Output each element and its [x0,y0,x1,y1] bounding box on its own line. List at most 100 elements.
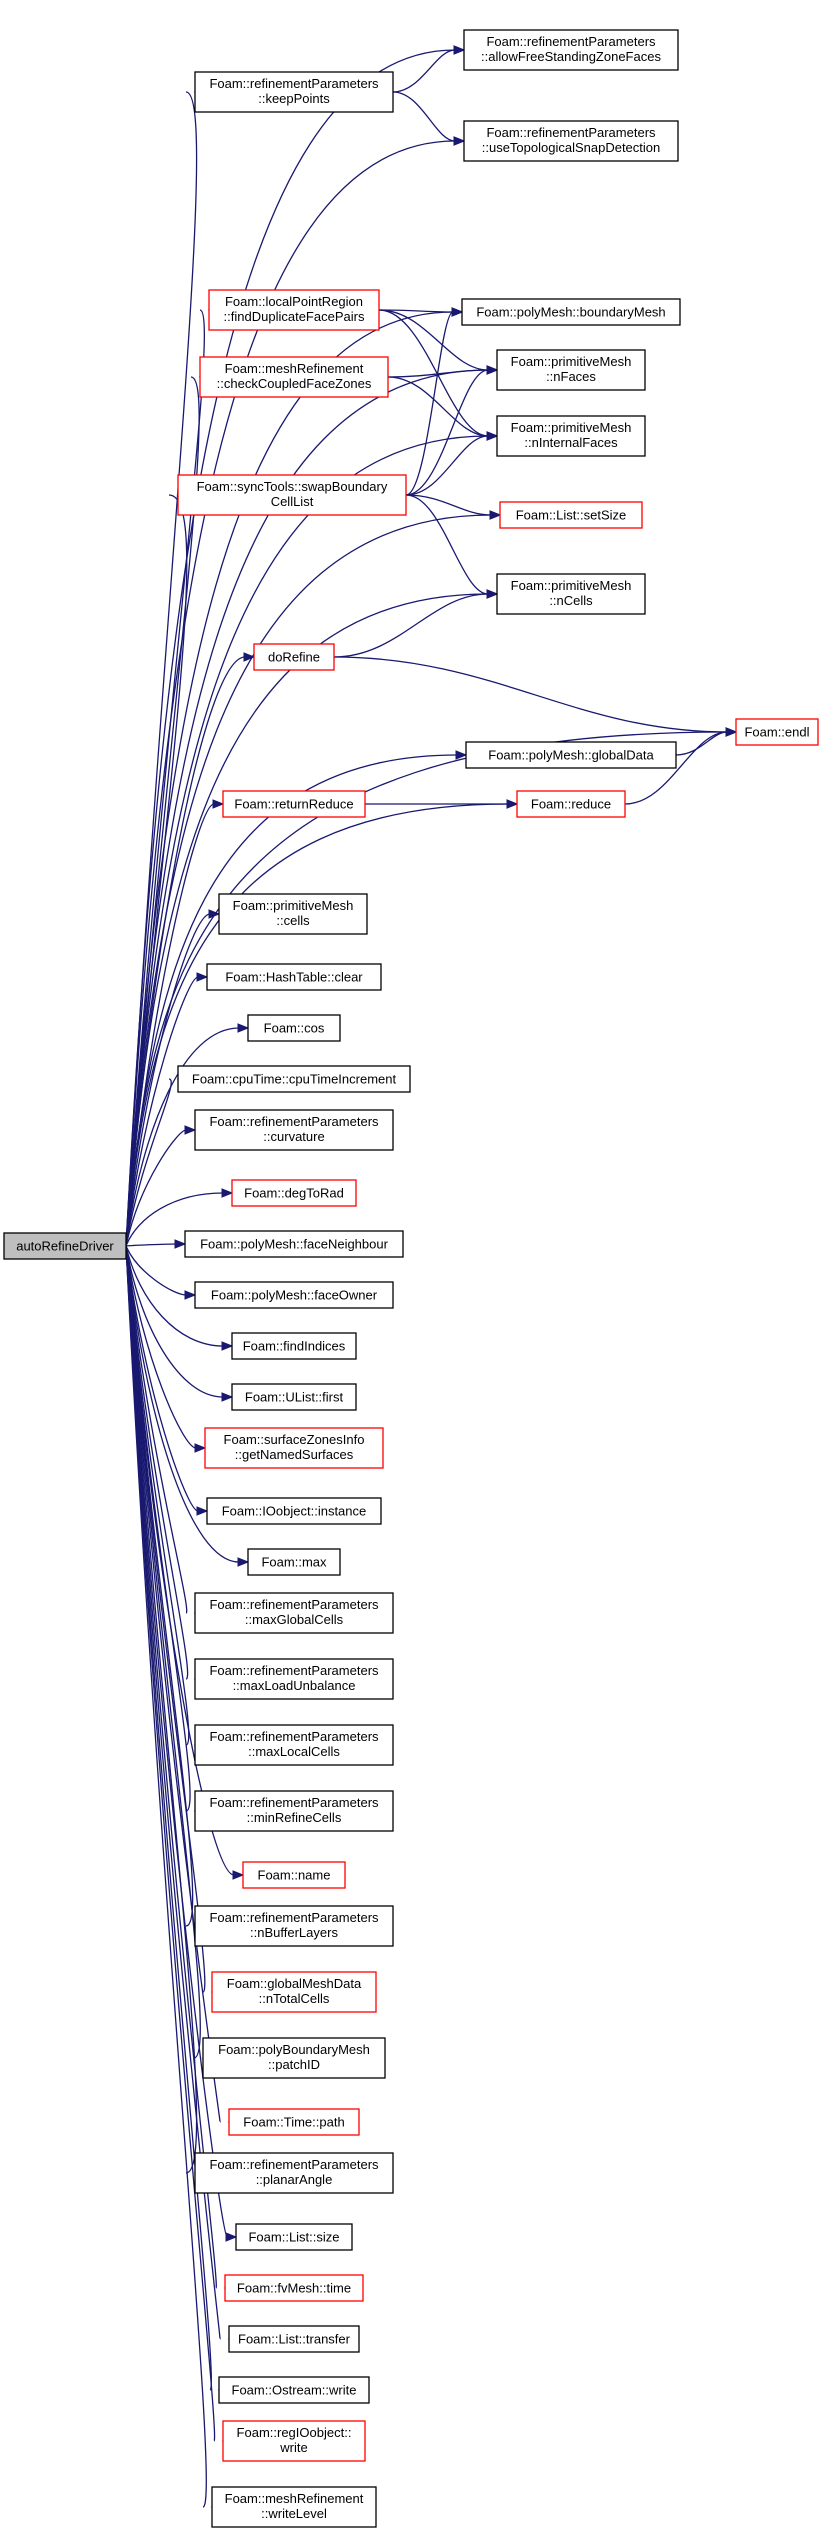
edge-root-to-clear [125,976,199,1247]
arrowhead-reduce-to-endl [725,727,738,737]
node-cpuTime[interactable]: Foam::cpuTime::cpuTimeIncrement [177,1065,411,1093]
edges-layer [125,45,738,2512]
node-findIndices-label-0: Foam::findIndices [243,1339,346,1354]
node-allowFS[interactable]: Foam::refinementParameters::allowFreeSta… [463,29,679,71]
node-cells-box [218,893,368,935]
edge-root-to-checkCoupled [125,376,200,1247]
edge-root-to-degToRad [125,1192,224,1247]
edge-root-to-faceOwner [125,1245,187,1296]
node-doRefine-label-0: doRefine [268,650,320,665]
node-first[interactable]: Foam::UList::first [231,1383,357,1411]
node-planar[interactable]: Foam::refinementParameters::planarAngle [194,2152,394,2194]
node-findIndices[interactable]: Foam::findIndices [231,1332,357,1360]
node-maxLocal-label-0: Foam::refinementParameters [209,1729,379,1744]
node-path[interactable]: Foam::Time::path [228,2108,360,2136]
node-nInternal[interactable]: Foam::primitiveMesh::nInternalFaces [496,415,646,457]
node-max[interactable]: Foam::max [247,1548,341,1576]
node-checkCoupled-label-1: ::checkCoupledFaceZones [217,376,372,391]
node-nCells-box [496,573,646,615]
edge-root-to-name [125,1245,235,1876]
arrowhead-root-to-cells [208,909,221,919]
node-allowFS-box [463,29,679,71]
edge-root-to-instance [125,1245,199,1512]
node-returnReduce[interactable]: Foam::returnReduce [222,790,366,818]
node-transfer[interactable]: Foam::List::transfer [228,2325,360,2353]
node-name[interactable]: Foam::name [242,1861,346,1889]
node-findDup[interactable]: Foam::localPointRegion::findDuplicateFac… [208,289,380,331]
node-returnReduce-label-0: Foam::returnReduce [234,797,353,812]
node-planar-label-0: Foam::refinementParameters [209,2157,379,2172]
node-checkCoupled-box [199,356,389,398]
node-writeLevel-box [211,2486,377,2528]
node-endl[interactable]: Foam::endl [735,718,819,746]
node-maxGlobal-box [194,1592,394,1634]
edge-swap-to-nFaces [405,369,489,496]
node-first-label-0: Foam::UList::first [245,1390,344,1405]
node-instance[interactable]: Foam::IOobject::instance [206,1497,382,1525]
node-faceOwner-box [194,1281,394,1309]
node-boundaryMesh-label-0: Foam::polyMesh::boundaryMesh [476,305,665,320]
node-size[interactable]: Foam::List::size [235,2223,353,2251]
node-boundaryMesh[interactable]: Foam::polyMesh::boundaryMesh [461,298,681,326]
node-writeLevel-label-0: Foam::meshRefinement [225,2491,364,2506]
node-nBuffer-label-0: Foam::refinementParameters [209,1910,379,1925]
edge-doRefine-to-endl [333,656,728,733]
edge-root-to-keepPoints [125,91,198,1247]
node-faceNeighbour[interactable]: Foam::polyMesh::faceNeighbour [184,1230,404,1258]
node-getNamed[interactable]: Foam::surfaceZonesInfo::getNamedSurfaces [204,1427,384,1469]
node-reduce-box [516,790,626,818]
node-size-box [235,2223,353,2251]
node-faceOwner[interactable]: Foam::polyMesh::faceOwner [194,1281,394,1309]
arrowhead-root-to-cos [237,1023,250,1033]
node-first-box [231,1383,357,1411]
node-setSize[interactable]: Foam::List::setSize [499,501,643,529]
node-doRefine[interactable]: doRefine [253,643,335,671]
edge-root-to-boundaryMesh [125,311,454,1247]
node-nTotal-label-0: Foam::globalMeshData [227,1976,362,1991]
node-cells-label-1: ::cells [276,913,310,928]
node-maxGlobal[interactable]: Foam::refinementParameters::maxGlobalCel… [194,1592,394,1634]
node-globalData[interactable]: Foam::polyMesh::globalData [465,741,677,769]
node-minRefine-label-1: ::minRefineCells [247,1810,342,1825]
edge-root-to-cos [125,1027,240,1247]
node-swap-label-1: CellList [271,494,314,509]
node-writeLevel-label-1: ::writeLevel [261,2506,327,2521]
node-time[interactable]: Foam::fvMesh::time [224,2274,364,2302]
node-maxLoad[interactable]: Foam::refinementParameters::maxLoadUnbal… [194,1658,394,1700]
node-regWrite[interactable]: Foam::regIOobject::write [222,2420,366,2462]
node-cos-label-0: Foam::cos [264,1021,325,1036]
node-curvature[interactable]: Foam::refinementParameters::curvature [194,1109,394,1151]
edge-root-to-cells [125,913,211,1247]
node-nTotal[interactable]: Foam::globalMeshData::nTotalCells [211,1971,377,2013]
arrowhead-doRefine-to-nCells [486,589,499,599]
node-root[interactable]: autoRefineDriver [3,1232,127,1260]
node-path-label-0: Foam::Time::path [243,2115,344,2130]
node-ostreamWrite[interactable]: Foam::Ostream::write [218,2376,370,2404]
node-doRefine-box [253,643,335,671]
node-max-label-0: Foam::max [261,1555,327,1570]
node-reduce[interactable]: Foam::reduce [516,790,626,818]
node-patchID[interactable]: Foam::polyBoundaryMesh::patchID [202,2037,386,2079]
node-nFaces[interactable]: Foam::primitiveMesh::nFaces [496,349,646,391]
node-writeLevel[interactable]: Foam::meshRefinement::writeLevel [211,2486,377,2528]
node-checkCoupled[interactable]: Foam::meshRefinement::checkCoupledFaceZo… [199,356,389,398]
node-cells[interactable]: Foam::primitiveMesh::cells [218,893,368,935]
node-maxLocal[interactable]: Foam::refinementParameters::maxLocalCell… [194,1724,394,1766]
node-nBuffer[interactable]: Foam::refinementParameters::nBufferLayer… [194,1905,394,1947]
node-cpuTime-box [177,1065,411,1093]
edge-root-to-writeLevel [125,1245,207,2508]
node-maxGlobal-label-0: Foam::refinementParameters [209,1597,379,1612]
node-useTopo[interactable]: Foam::refinementParameters::useTopologic… [463,120,679,162]
node-nBuffer-label-1: ::nBufferLayers [250,1925,338,1940]
edge-root-to-findDup [125,309,205,1247]
node-nCells[interactable]: Foam::primitiveMesh::nCells [496,573,646,615]
node-cos[interactable]: Foam::cos [247,1014,341,1042]
node-minRefine[interactable]: Foam::refinementParameters::minRefineCel… [194,1790,394,1832]
node-degToRad[interactable]: Foam::degToRad [231,1179,357,1207]
node-clear[interactable]: Foam::HashTable::clear [206,963,382,991]
node-clear-label-0: Foam::HashTable::clear [225,970,363,985]
node-keepPoints[interactable]: Foam::refinementParameters::keepPoints [194,71,394,113]
arrowhead-root-to-degToRad [221,1188,234,1198]
